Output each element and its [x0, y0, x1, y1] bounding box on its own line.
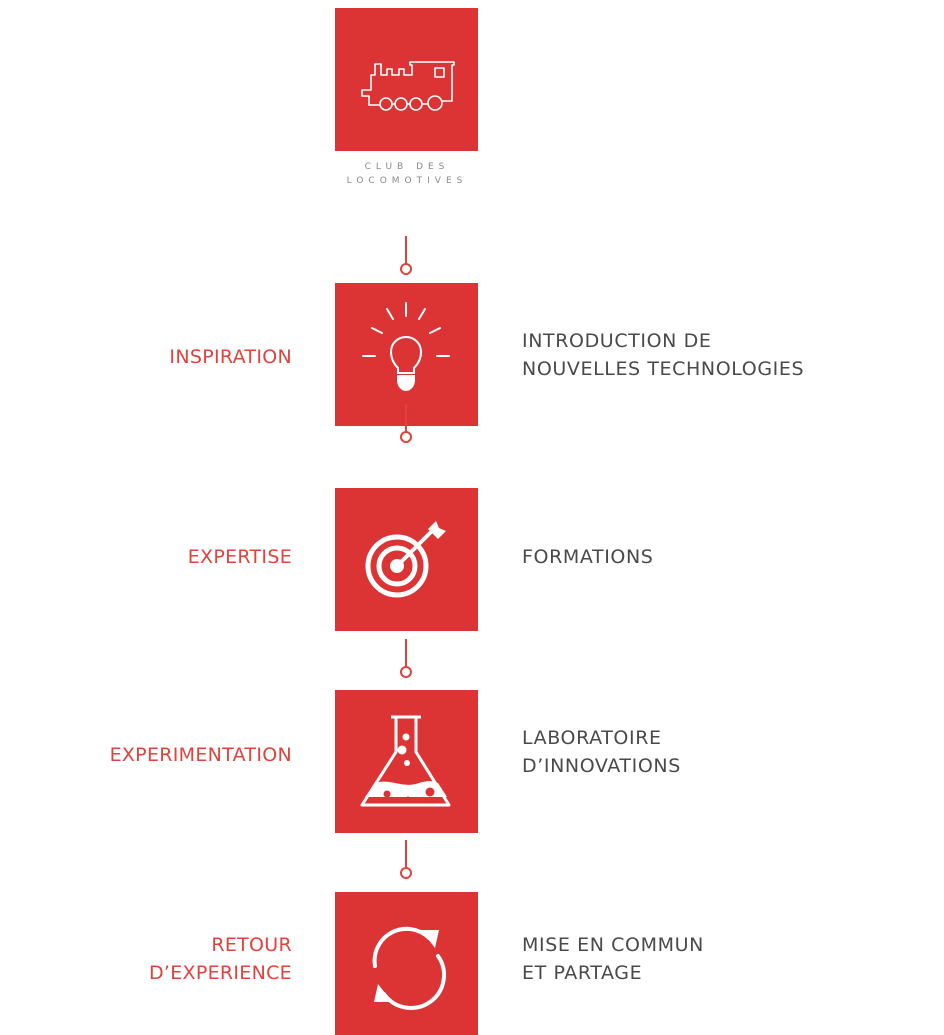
step-right-experimentation: LABORATOIRE D’INNOVATIONS — [522, 727, 681, 777]
logo-box — [335, 8, 478, 151]
connector-4 — [400, 840, 412, 879]
flask-icon — [360, 715, 451, 807]
locomotive-icon — [361, 61, 455, 111]
connector-3 — [400, 639, 412, 678]
step-left-inspiration: INSPIRATION — [169, 346, 292, 368]
connector-2 — [400, 404, 412, 443]
step-box-retour — [335, 892, 478, 1035]
target-icon — [365, 521, 446, 598]
step-left-expertise: EXPERTISE — [187, 546, 292, 568]
step-right-expertise: FORMATIONS — [522, 546, 654, 568]
step-left-experimentation: EXPERIMENTATION — [109, 744, 292, 766]
step-right-retour: MISE EN COMMUN ET PARTAGE — [522, 934, 704, 984]
step-box-experimentation — [335, 690, 478, 833]
step-box-expertise — [335, 488, 478, 631]
step-box-inspiration — [335, 283, 478, 426]
connector-1 — [400, 236, 412, 275]
step-left-retour: RETOUR D’EXPERIENCE — [148, 934, 292, 984]
lightbulb-icon — [362, 302, 450, 392]
step-right-inspiration: INTRODUCTION DE NOUVELLES TECHNOLOGIES — [522, 330, 805, 380]
brand-name: CLUB DES LOCOMOTIVES — [346, 162, 468, 186]
cycle-arrows-icon — [372, 926, 446, 1010]
